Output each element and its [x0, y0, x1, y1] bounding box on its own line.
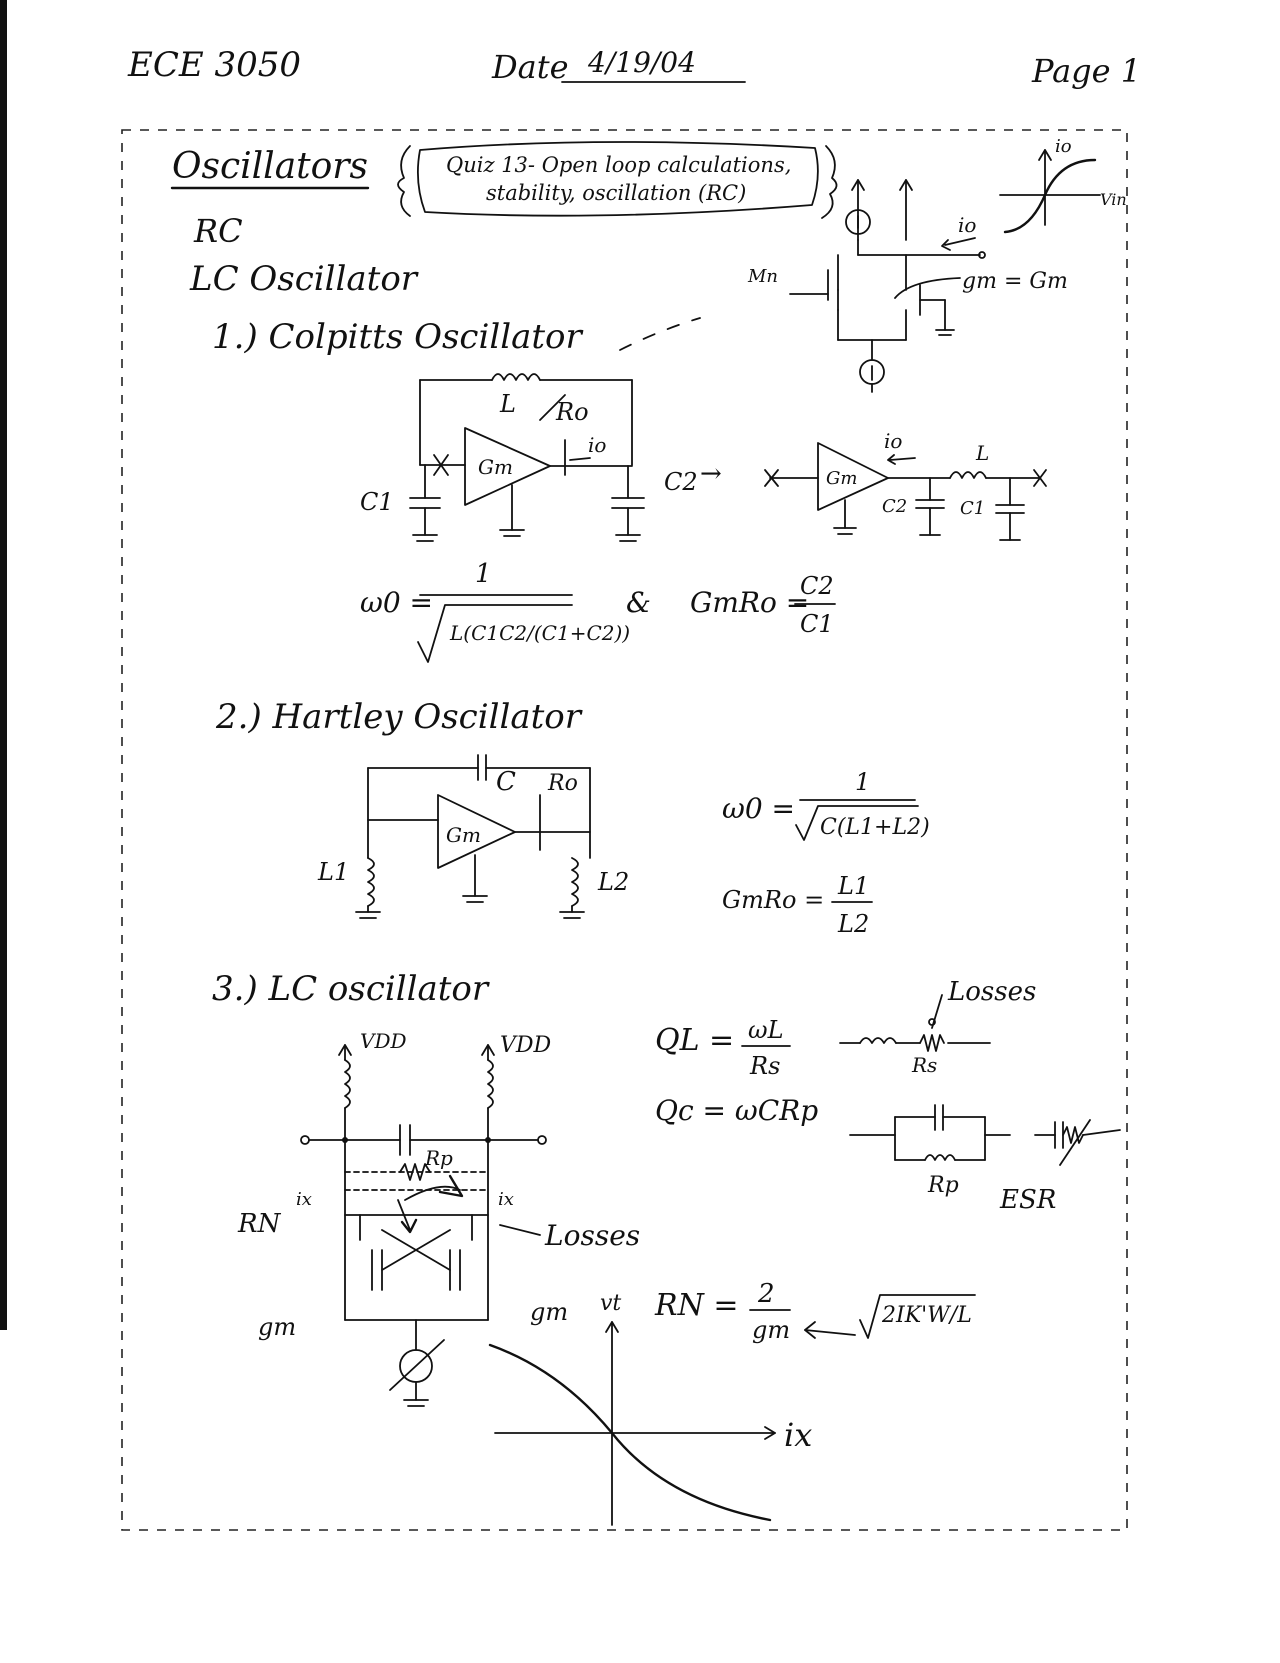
colpitts-w0-den: L(C1C2/(C1+C2)) [449, 621, 630, 645]
page-number: Page 1 [1031, 52, 1141, 90]
sqrt-sign [859, 1294, 976, 1339]
hartley-L1: L1 [317, 858, 349, 886]
course-code: ECE 3050 [127, 45, 301, 85]
vdd-right: VDD [500, 1033, 552, 1058]
lc-gm-left: gm [258, 1313, 296, 1341]
lc-rp: Rp [424, 1146, 453, 1170]
lc-gm-right: gm [530, 1298, 568, 1326]
hartley-w0-den: C(L1+L2) [820, 815, 930, 840]
lc-ix-left: ix [296, 1189, 312, 1210]
colpitts-io: io [588, 433, 606, 457]
colpitts-io-2: io [884, 429, 902, 453]
io-vin-plot [999, 149, 1101, 234]
quiz-bubble [416, 141, 819, 217]
rn-arrowhead [804, 1321, 816, 1339]
rn-arrow [804, 1329, 856, 1336]
colpitts-Ro: Ro [555, 398, 589, 426]
lc-circuit [300, 1044, 547, 1407]
dashed-link [619, 317, 701, 351]
hartley-gm-lhs: GmRo = [722, 886, 824, 914]
colpitts-C2-2: C2 [882, 496, 907, 517]
qc-eq: Qc = ωCRp [655, 1094, 818, 1127]
ix-axis-label: ix [784, 1416, 812, 1454]
colpitts-sqrt [417, 604, 573, 663]
gm-equals-Gm: gm = Gm [962, 269, 1068, 294]
ql-lhs: QL = [655, 1023, 734, 1058]
hartley-L2: L2 [597, 868, 629, 896]
dashed-frame [121, 129, 1128, 1531]
esr-label: ESR [999, 1185, 1056, 1215]
rs-label: Rs [911, 1053, 937, 1077]
ota-io-label: io [958, 213, 976, 237]
scan-edge [0, 0, 7, 1330]
colpitts-gm-lhs: GmRo = [690, 586, 809, 619]
lc-title: 3.) LC oscillator [212, 969, 490, 1009]
hartley-title: 2.) Hartley Oscillator [215, 697, 583, 737]
quiz-note-1: Quiz 13- Open loop calculations, [446, 153, 791, 177]
colpitts-gm-2: Gm [826, 468, 857, 489]
vdd-left: VDD [360, 1029, 407, 1053]
rn-eq-lhs: RN = [654, 1288, 739, 1323]
brace-right [821, 145, 838, 219]
rp2-label: Rp [927, 1173, 959, 1198]
quiz-note-2: stability, oscillation (RC) [486, 181, 746, 205]
colpitts-circuit [409, 373, 1047, 542]
colpitts-L-2: L [975, 441, 989, 465]
rn-eq-den: gm [752, 1316, 790, 1344]
sqrt-expr: 2IK'W/L [881, 1303, 972, 1328]
hartley-w0-num: 1 [855, 768, 870, 796]
hartley-C: C [496, 767, 516, 797]
section-title: Oscillators [172, 146, 368, 187]
colpitts-w0-lhs: ω0 = [360, 586, 433, 619]
vt-axis-label: vt [600, 1291, 621, 1316]
lc-losses: Losses [544, 1219, 640, 1252]
section-rc: RC [193, 212, 243, 250]
colpitts-C2: C2 [664, 468, 698, 496]
date-value: 4/19/04 [587, 46, 696, 79]
hartley-gm-den: L2 [837, 910, 869, 938]
colpitts-C1: C1 [360, 488, 394, 516]
hartley-circuit [355, 754, 591, 919]
colpitts-gm-den: C1 [800, 610, 834, 638]
mn-label: Mn [747, 266, 778, 287]
section-lc: LC Oscillator [189, 259, 419, 299]
colpitts-L: L [499, 390, 516, 418]
hartley-sqrt [795, 805, 919, 841]
colpitts-title: 1.) Colpitts Oscillator [212, 317, 583, 357]
ql-den: Rs [749, 1052, 780, 1080]
rn-eq-num: 2 [757, 1279, 775, 1309]
date-label: Date [491, 48, 569, 86]
colpitts-gm: Gm [478, 455, 513, 479]
loss-models [839, 994, 1121, 1166]
colpitts-arrow: → [700, 459, 722, 489]
ql-num: ωL [748, 1016, 784, 1044]
hartley-w0-lhs: ω0 = [722, 792, 795, 825]
hartley-Ro: Ro [547, 771, 578, 796]
lc-rn: RN [237, 1209, 282, 1239]
brace-left [397, 145, 411, 217]
ota-sketch [789, 179, 986, 393]
colpitts-gm-num: C2 [800, 572, 834, 600]
hartley-gm-num: L1 [837, 872, 869, 900]
colpitts-and: & [626, 586, 651, 619]
colpitts-C1-2: C1 [960, 498, 985, 519]
vt-ix-plot [488, 1321, 776, 1526]
vin-axis-label: Vin [1100, 190, 1127, 209]
io-axis-label: io [1055, 136, 1072, 157]
losses-top: Losses [947, 977, 1036, 1007]
hartley-gm: Gm [446, 823, 481, 847]
colpitts-w0-num: 1 [475, 559, 492, 589]
lc-ix-right: ix [498, 1189, 514, 1210]
